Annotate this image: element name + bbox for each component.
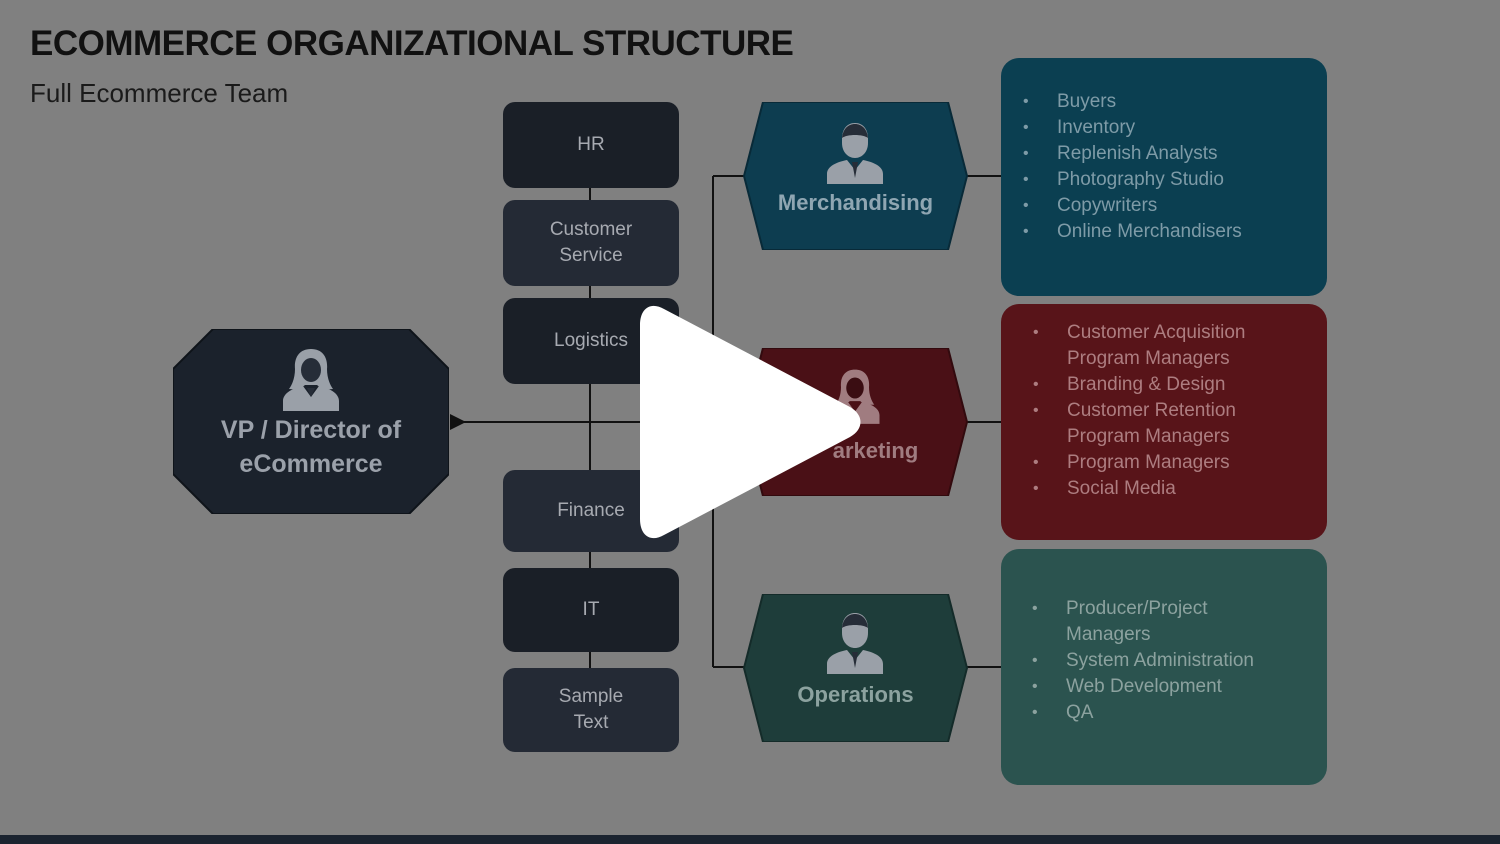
dept-customer-service: Customer Service: [503, 200, 679, 286]
list-item: Online Merchandisers: [1023, 219, 1327, 245]
list-item-continuation: Managers: [1066, 624, 1151, 645]
vp-node: VP / Director of eCommerce: [173, 329, 449, 514]
marketing-list: Customer Acquisition Program Managers Br…: [1001, 304, 1327, 502]
list-item: Program Managers: [1033, 450, 1327, 476]
slide-subtitle: Full Ecommerce Team: [30, 78, 289, 108]
merchandising-label: Merchandising: [777, 190, 934, 215]
merchandising-list-box: Buyers Inventory Replenish Analysts Phot…: [1001, 58, 1327, 296]
list-item-continuation: Program Managers: [1067, 348, 1230, 369]
list-item: Photography Studio: [1023, 167, 1327, 193]
list-item: Replenish Analysts: [1023, 141, 1327, 167]
merchandising-list: Buyers Inventory Replenish Analysts Phot…: [1001, 58, 1327, 245]
marketing-list-box: Customer Acquisition Program Managers Br…: [1001, 304, 1327, 540]
female-person-icon: [283, 349, 339, 411]
merchandising-node: Merchandising: [743, 102, 968, 250]
dept-sample-text: Sample Text: [503, 668, 679, 752]
vp-label: VP / Director of eCommerce: [220, 416, 402, 478]
operations-list-box: Producer/Project Managers System Adminis…: [1001, 549, 1327, 785]
male-person-icon: [827, 123, 883, 184]
list-item: QA: [1032, 700, 1327, 726]
list-item: System Administration: [1032, 648, 1327, 674]
operations-label: Operations: [797, 682, 914, 707]
dept-it: IT: [503, 568, 679, 652]
list-item: Web Development: [1032, 674, 1327, 700]
list-item: Buyers: [1023, 89, 1327, 115]
list-item: Producer/Project: [1032, 596, 1327, 622]
list-item-continuation: Program Managers: [1067, 426, 1230, 447]
operations-node: Operations: [743, 594, 968, 742]
dept-hr: HR: [503, 102, 679, 188]
list-item: Customer Acquisition: [1033, 320, 1327, 346]
list-item: Inventory: [1023, 115, 1327, 141]
male-person-icon: [827, 613, 883, 674]
operations-list: Producer/Project Managers System Adminis…: [1001, 549, 1327, 726]
list-item: Customer Retention: [1033, 398, 1327, 424]
slide-title: ECOMMERCE ORGANIZATIONAL STRUCTURE: [30, 24, 794, 63]
video-progress-bar[interactable]: [0, 835, 1500, 844]
play-icon[interactable]: [636, 297, 866, 547]
vp-octagon-shape: [173, 329, 449, 514]
list-item: Copywriters: [1023, 193, 1327, 219]
list-item: Social Media: [1033, 476, 1327, 502]
marketing-label: arketing: [832, 438, 919, 463]
list-item: Branding & Design: [1033, 372, 1327, 398]
